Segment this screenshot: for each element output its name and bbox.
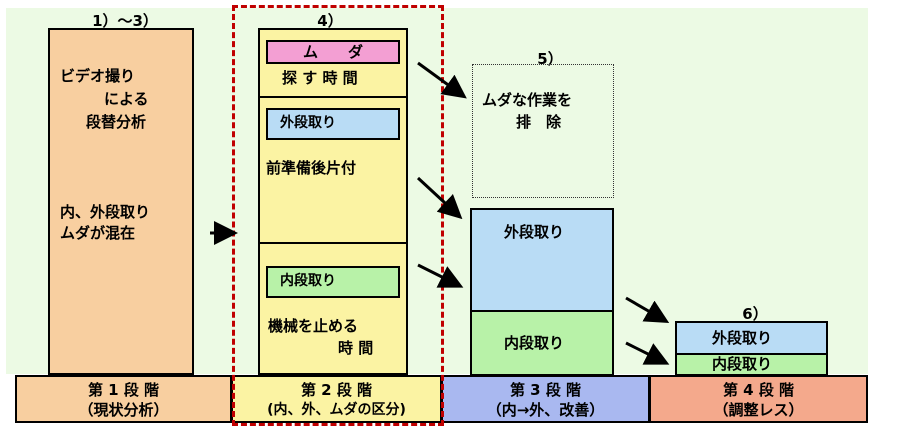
stage2-number-label: 4） <box>317 12 343 30</box>
stage3-waste-work: ムダな作業を <box>482 91 573 109</box>
footer-stage2-sub: (内、外、ムダの区分) <box>267 402 406 418</box>
stage3-external-label: 外段取り <box>504 223 565 241</box>
stage3-internal-label: 内段取り <box>504 334 565 352</box>
footer-stage4: 第 4 段 階 （調整レス） <box>649 375 868 423</box>
stage2-divider-bottom <box>258 242 408 244</box>
stage2-muda-box: ム ダ <box>266 40 400 64</box>
stage2-divider-top <box>258 96 408 98</box>
footer-stage1-title: 第 1 段 階 <box>87 381 160 399</box>
stage3-eliminated-box <box>472 64 614 198</box>
stage1-text-mixed-setup: 内、外段取り <box>60 203 151 221</box>
footer-stage3: 第 3 段 階 （内→外、改善） <box>441 375 650 423</box>
arrow-muda-to-eliminate <box>417 61 467 99</box>
footer-stage3-sub: （内→外、改善） <box>486 401 605 419</box>
arrow-external-to-stage3 <box>416 176 463 220</box>
stage1-number-label: 1）～3） <box>92 12 158 30</box>
stage2-internal-label: 内段取り <box>280 273 336 289</box>
stage1-bar <box>48 28 194 375</box>
stage3-internal-block <box>470 310 614 376</box>
arrow-internal-to-stage3 <box>417 263 464 288</box>
footer-stage3-title: 第 3 段 階 <box>509 381 582 399</box>
stage4-internal-label: 内段取り <box>712 355 773 373</box>
stage1-text-video: ビデオ撮り <box>60 67 136 85</box>
footer-stage1: 第 1 段 階 （現状分析） <box>15 375 232 423</box>
footer-stage4-title: 第 4 段 階 <box>722 381 795 399</box>
footer-stage1-sub: （現状分析） <box>78 401 169 419</box>
stage3-number-label: 5） <box>537 50 563 68</box>
footer-stage2: 第 2 段 階 (内、外、ムダの区分) <box>231 375 442 423</box>
stage1-text-by: による <box>104 90 149 108</box>
stage4-number-label: 6） <box>742 305 768 323</box>
stage2-time: 時 間 <box>338 339 374 357</box>
stage3-eliminate: 排 除 <box>516 113 562 131</box>
stage2-search-time: 探 す 時 間 <box>282 69 358 87</box>
stage2-machine-stop: 機械を止める <box>268 317 359 335</box>
stage3-external-block <box>470 208 614 312</box>
stage1-text-analysis: 段替分析 <box>86 113 147 131</box>
footer-stage2-title: 第 2 段 階 <box>300 381 373 399</box>
stage2-external-label: 外段取り <box>280 115 336 131</box>
stage2-bar <box>258 28 408 375</box>
stage4-external-label: 外段取り <box>712 329 773 347</box>
stage2-external-box: 外段取り <box>266 108 400 140</box>
stage2-muda-label: ム ダ <box>302 43 363 61</box>
footer-stage4-sub: （調整レス） <box>713 401 804 419</box>
stage2-internal-box: 内段取り <box>266 266 400 298</box>
arrow-internal-to-stage4 <box>625 341 670 365</box>
stage2-prep-cleanup: 前準備後片付 <box>266 159 357 177</box>
stage1-text-waste-mixed: ムダが混在 <box>60 224 136 242</box>
arrow-external-to-stage4 <box>625 296 670 324</box>
